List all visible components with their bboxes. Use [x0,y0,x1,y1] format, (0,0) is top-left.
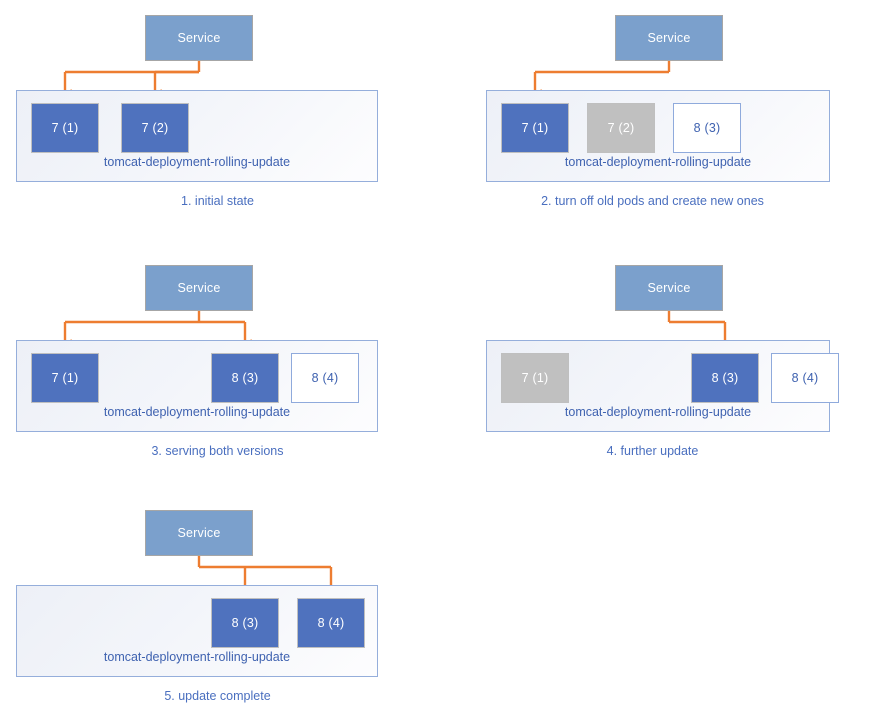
service-label: Service [177,31,221,45]
pod-slot-2[interactable]: 7 (2) [121,103,189,153]
service-box[interactable]: Service [145,265,253,311]
pod-label: 7 (2) [607,121,635,135]
pod-label: 8 (4) [311,371,339,385]
pod-label: 7 (1) [521,371,549,385]
deployment-label: tomcat-deployment-rolling-update [564,405,752,419]
deployment-label: tomcat-deployment-rolling-update [103,155,291,169]
panel-caption: 2. turn off old pods and create new ones [541,194,764,208]
pod-slot-3[interactable]: 8 (3) [673,103,741,153]
deployment-label: tomcat-deployment-rolling-update [103,650,291,664]
panel-caption: 3. serving both versions [151,444,284,458]
panel-5: Service tomcat-deployment-rolling-update… [0,495,435,718]
deployment-label: tomcat-deployment-rolling-update [564,155,752,169]
pod-slot-1[interactable]: 7 (1) [31,103,99,153]
pod-slot-1[interactable]: 7 (1) [501,353,569,403]
panel-4: Service tomcat-deployment-rolling-update… [435,250,870,480]
pod-label: 7 (1) [51,371,79,385]
service-label: Service [177,526,221,540]
panel-3: Service tomcat-deployment-rolling-update… [0,250,435,480]
panel-caption: 1. initial state [181,194,254,208]
pod-label: 8 (3) [231,616,259,630]
pod-slot-4[interactable]: 8 (4) [297,598,365,648]
service-label: Service [177,281,221,295]
service-box[interactable]: Service [615,15,723,61]
pod-slot-1[interactable]: 7 (1) [501,103,569,153]
deployment-label: tomcat-deployment-rolling-update [103,405,291,419]
pod-label: 8 (3) [711,371,739,385]
pod-slot-4[interactable]: 8 (4) [291,353,359,403]
pod-label: 8 (4) [791,371,819,385]
pod-label: 7 (1) [521,121,549,135]
pod-slot-3[interactable]: 8 (3) [211,598,279,648]
panel-caption: 5. update complete [164,689,271,703]
pod-label: 7 (2) [141,121,169,135]
panel-caption: 4. further update [606,444,699,458]
pod-label: 8 (4) [317,616,345,630]
pod-slot-4[interactable]: 8 (4) [771,353,839,403]
pod-slot-3[interactable]: 8 (3) [691,353,759,403]
service-box[interactable]: Service [145,15,253,61]
pod-slot-1[interactable]: 7 (1) [31,353,99,403]
pod-label: 8 (3) [693,121,721,135]
service-label: Service [647,281,691,295]
pod-slot-2[interactable]: 7 (2) [587,103,655,153]
pod-label: 8 (3) [231,371,259,385]
service-box[interactable]: Service [615,265,723,311]
panel-1: Service tomcat-deployment-rolling-update… [0,0,435,230]
pod-slot-3[interactable]: 8 (3) [211,353,279,403]
service-label: Service [647,31,691,45]
pod-label: 7 (1) [51,121,79,135]
panel-2: Service tomcat-deployment-rolling-update… [435,0,870,230]
service-box[interactable]: Service [145,510,253,556]
